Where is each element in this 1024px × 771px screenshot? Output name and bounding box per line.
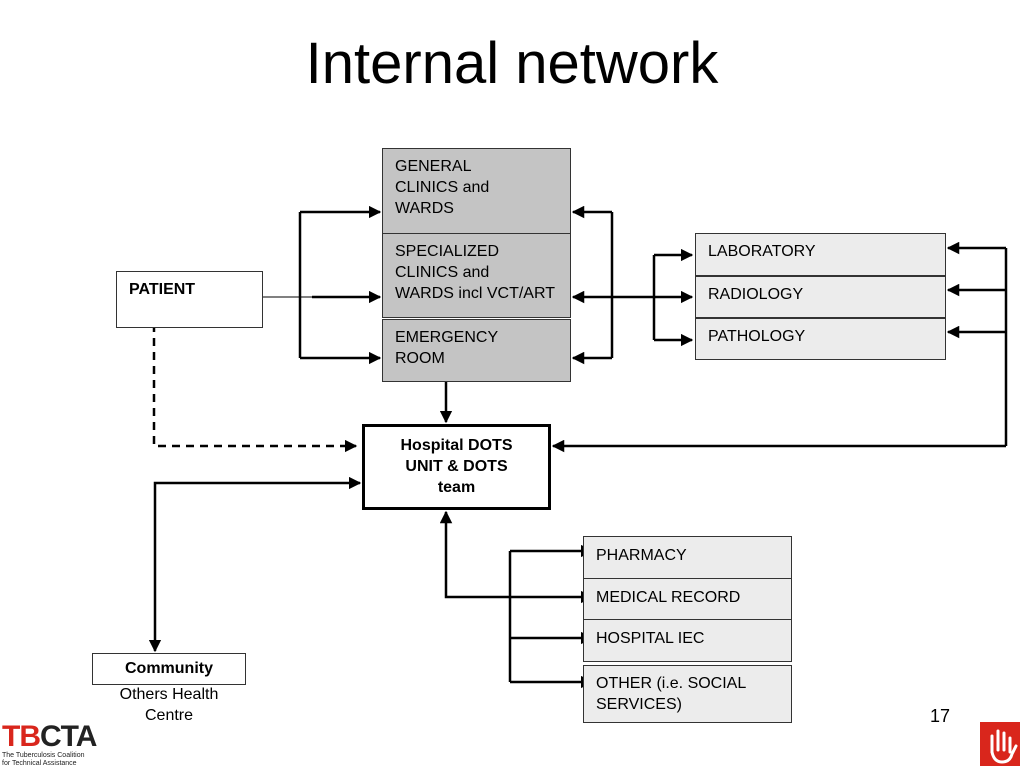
radiology-box: RADIOLOGY (695, 276, 946, 318)
community-subtitle: Others Health Centre (92, 684, 246, 726)
arrow-to-community (148, 476, 362, 653)
logo-tagline-1: The Tuberculosis Coalition (2, 752, 85, 759)
laboratory-label: LABORATORY (708, 243, 816, 260)
slide-title: Internal network (305, 31, 719, 96)
general-clinics-box: GENERAL CLINICS and WARDS (382, 148, 571, 234)
patient-box: PATIENT (116, 271, 263, 328)
specialized-clinics-line-3: WARDS incl VCT/ART (395, 285, 556, 302)
dashed-patient-to-dots (152, 310, 358, 453)
pathology-label: PATHOLOGY (708, 328, 806, 345)
community-sub-line-1: Others Health (119, 686, 219, 703)
arrow-dots-to-medical-record (439, 510, 594, 604)
hospital-iec-box: HOSPITAL IEC (583, 619, 792, 662)
specialized-clinics-line-1: SPECIALIZED (395, 243, 500, 260)
community-box: Community (92, 653, 246, 685)
hospital-iec-label: HOSPITAL IEC (596, 630, 705, 647)
tbcta-logo: TBCTA The Tuberculosis Coalition for Tec… (2, 722, 102, 768)
logo-cta-text: CTA (40, 720, 97, 753)
pharmacy-box: PHARMACY (583, 536, 792, 579)
tbcta-logo-wordmark: TBCTA (2, 722, 102, 752)
medical-record-box: MEDICAL RECORD (583, 578, 792, 620)
medical-record-label: MEDICAL RECORD (596, 589, 741, 606)
radiology-label: RADIOLOGY (708, 286, 804, 303)
community-label: Community (125, 660, 213, 677)
general-clinics-line-1: GENERAL (395, 158, 472, 175)
page-number: 17 (930, 706, 951, 726)
other-services-box: OTHER (i.e. SOCIAL SERVICES) (583, 665, 792, 723)
logo-tb-text: TB (2, 720, 41, 753)
general-clinics-line-2: CLINICS and (395, 179, 490, 196)
hand-logo-icon (980, 722, 1020, 766)
dots-line-2: UNIT & DOTS (405, 458, 508, 475)
specialized-clinics-line-2: CLINICS and (395, 264, 490, 281)
community-sub-line-2: Centre (144, 707, 194, 724)
hospital-dots-unit-box: Hospital DOTS UNIT & DOTS team (362, 424, 551, 510)
patient-label: PATIENT (129, 281, 196, 298)
general-clinics-line-3: WARDS (395, 200, 454, 217)
laboratory-box: LABORATORY (695, 233, 946, 276)
other-services-line-2: SERVICES) (596, 696, 682, 713)
dots-line-3: team (437, 479, 476, 496)
emergency-room-box: EMERGENCY ROOM (382, 319, 571, 382)
pathology-box: PATHOLOGY (695, 318, 946, 360)
other-services-line-1: OTHER (i.e. SOCIAL (596, 675, 747, 692)
pharmacy-label: PHARMACY (596, 547, 687, 564)
dots-line-1: Hospital DOTS (400, 437, 513, 454)
emergency-room-line-1: EMERGENCY (395, 329, 499, 346)
specialized-clinics-box: SPECIALIZED CLINICS and WARDS incl VCT/A… (382, 233, 571, 318)
logo-tagline-2: for Technical Assistance (2, 760, 77, 767)
emergency-room-line-2: ROOM (395, 350, 445, 367)
